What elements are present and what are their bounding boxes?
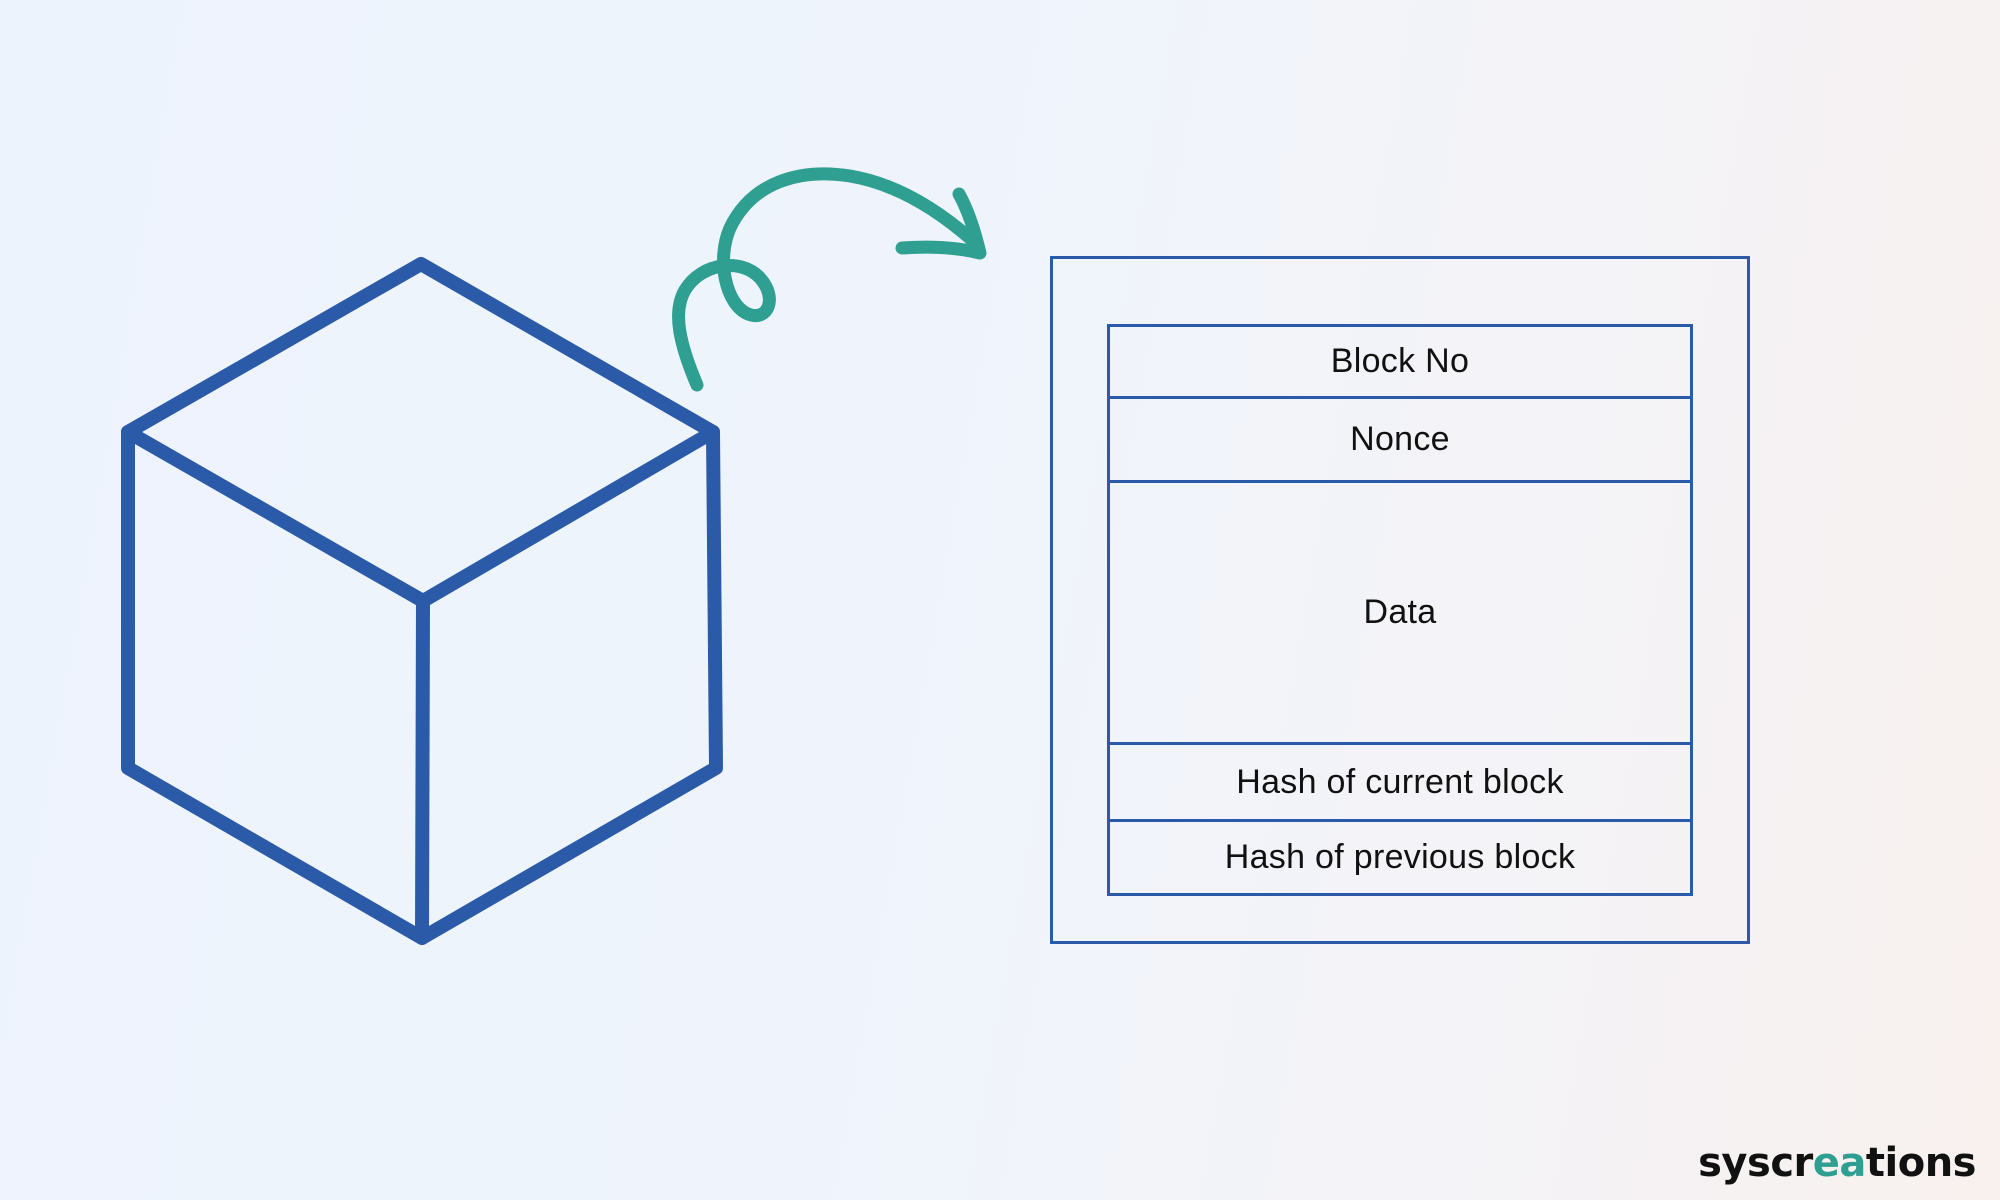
logo-text-accent: ea: [1812, 1140, 1867, 1186]
field-nonce: Nonce: [1110, 399, 1690, 483]
logo-text-start: syscr: [1698, 1140, 1813, 1186]
logo-text-end: tions: [1865, 1140, 1977, 1186]
block-fields-table: Block No Nonce Data Hash of current bloc…: [1107, 324, 1693, 896]
cube-icon: [121, 257, 723, 945]
field-block-no: Block No: [1110, 327, 1690, 399]
curly-arrow-icon: [672, 167, 987, 392]
field-data: Data: [1110, 483, 1690, 745]
field-hash-previous: Hash of previous block: [1224, 838, 1576, 876]
field-hash-current: Hash of current block: [1110, 745, 1690, 822]
block-container: [1050, 256, 1750, 944]
brand-logo: syscreations: [1698, 1140, 1976, 1186]
